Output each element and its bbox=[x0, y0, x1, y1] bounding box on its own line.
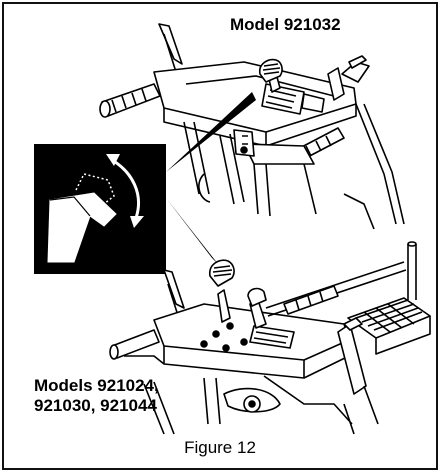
joystick-top bbox=[258, 58, 283, 93]
model-label-bottom-line2: 921030, 921044 bbox=[34, 395, 157, 415]
figure-caption: Figure 12 bbox=[184, 438, 256, 457]
chute-deflector-tilt-icon bbox=[34, 144, 166, 274]
curved-double-arrow-icon bbox=[106, 154, 144, 228]
callout-wedges bbox=[166, 92, 256, 264]
joystick-bottom bbox=[209, 259, 235, 323]
model-label-bottom-line1: Models 921024, bbox=[34, 376, 159, 395]
engine-grille bbox=[347, 297, 431, 355]
top-machine-drawing bbox=[99, 23, 405, 230]
right-grip-bottom bbox=[283, 285, 339, 315]
left-grip-bottom bbox=[109, 329, 160, 360]
bottom-machine-drawing bbox=[109, 241, 431, 435]
snowblower-control-illustration bbox=[34, 23, 431, 435]
left-grip-top bbox=[99, 83, 161, 118]
model-label-bottom: Models 921024, 921030, 921044 bbox=[34, 376, 159, 415]
model-label-top: Model 921032 bbox=[230, 15, 341, 34]
